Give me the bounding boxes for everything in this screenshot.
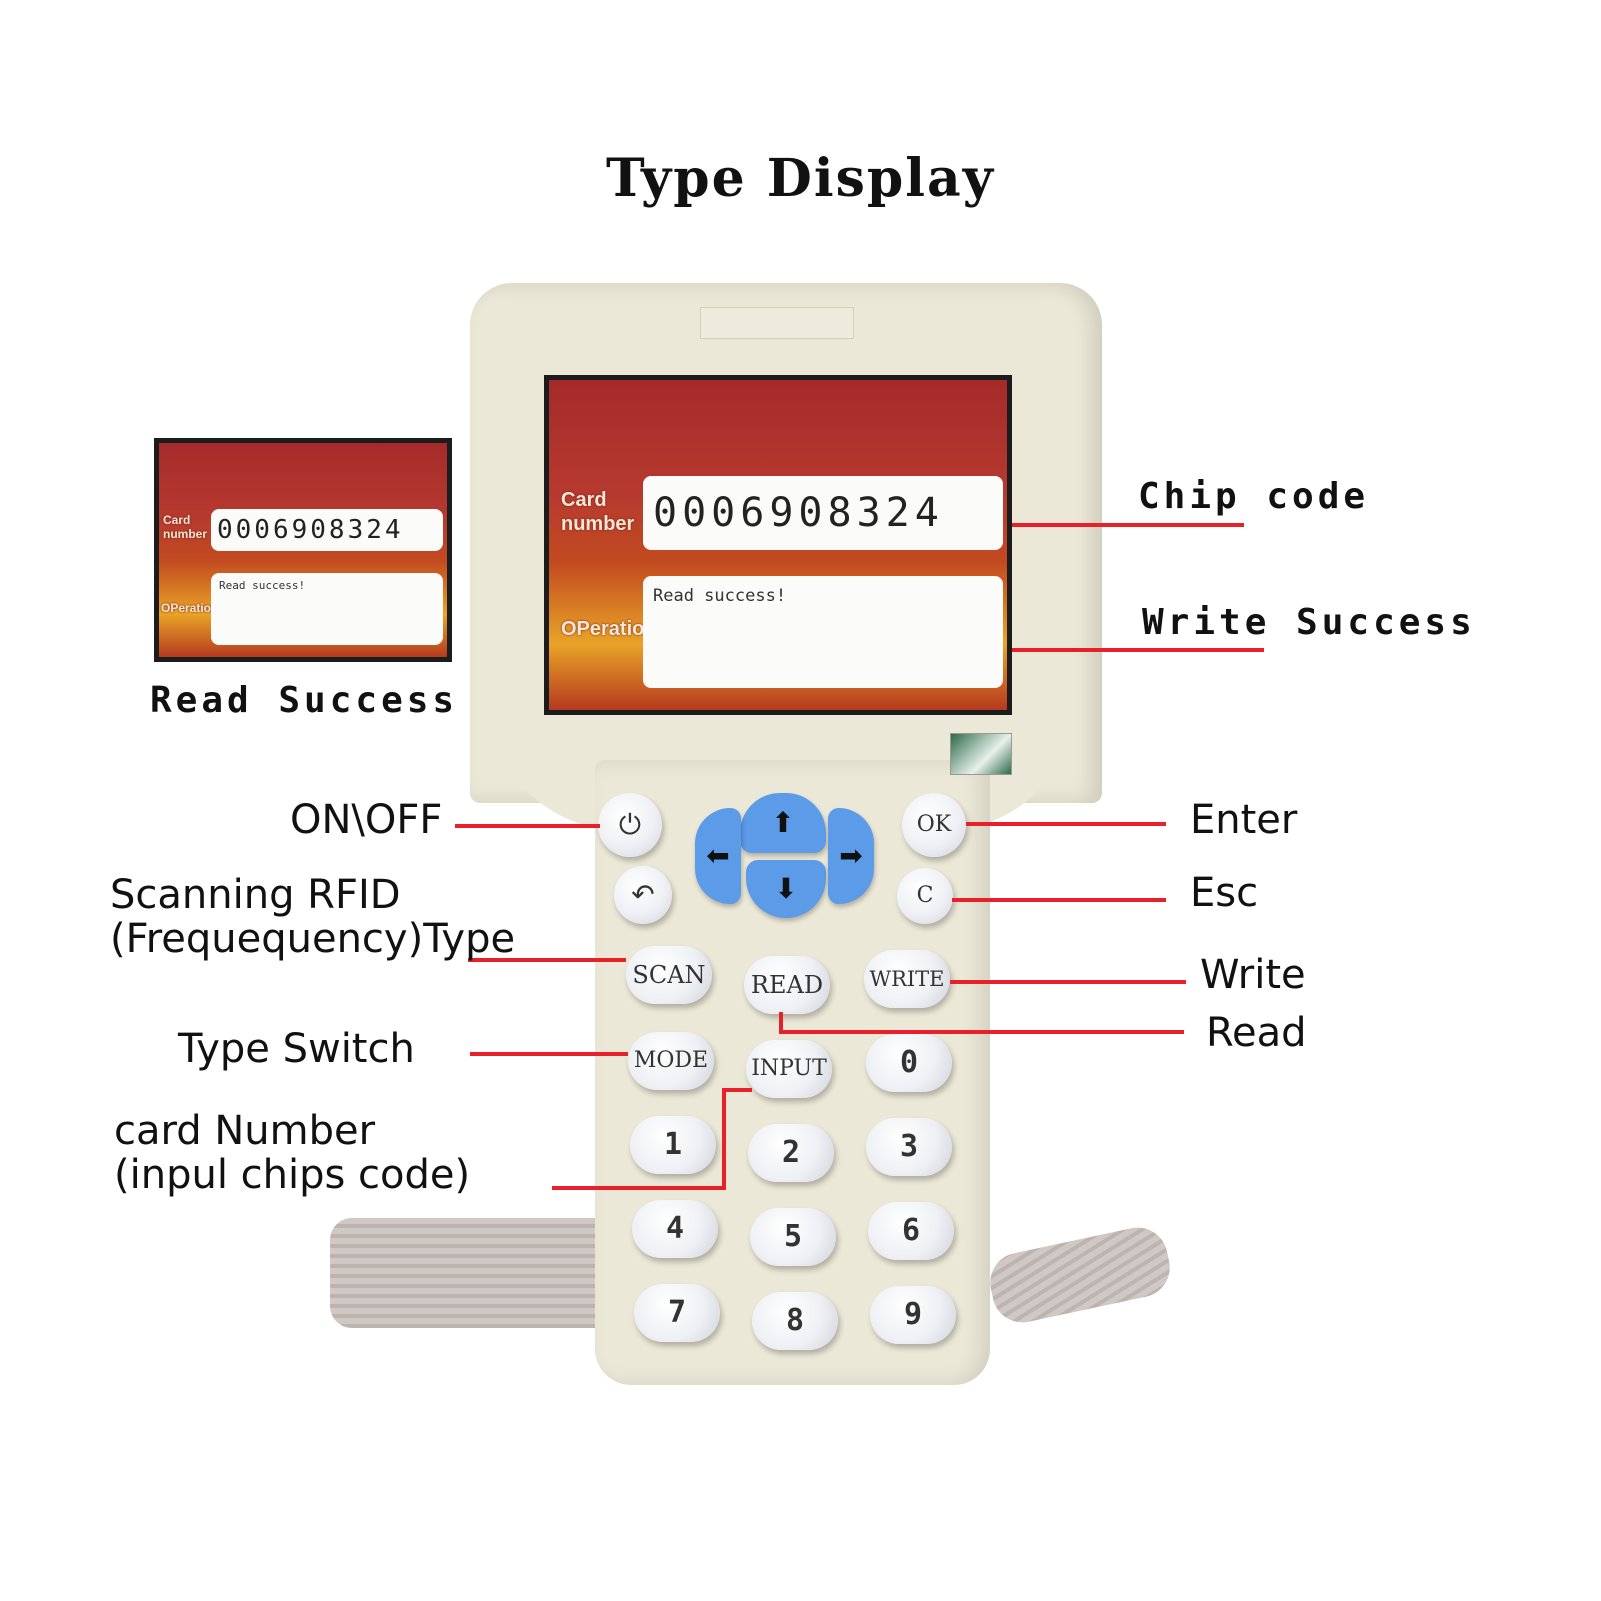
card-number-label-line2: (inpul chips code) — [114, 1152, 471, 1198]
read-callout-line — [779, 1030, 1184, 1034]
key-6[interactable]: 6 — [868, 1202, 954, 1260]
device-screen: Card number 0006908324 OPeration Read su… — [544, 375, 1012, 715]
lanyard-strap-right — [984, 1222, 1176, 1328]
read-button[interactable]: READ — [744, 956, 830, 1014]
write-success-label: Write Success — [1142, 602, 1476, 643]
write-button[interactable]: WRITE — [864, 950, 950, 1008]
right-arrow-button[interactable]: ➡ — [828, 808, 874, 904]
mode-button[interactable]: MODE — [628, 1032, 714, 1090]
type-switch-label: Type Switch — [178, 1026, 415, 1072]
key-7[interactable]: 7 — [634, 1284, 720, 1342]
type-switch-callout-line — [470, 1052, 628, 1056]
inset-chip-code: 0006908324 — [217, 515, 404, 545]
key-4[interactable]: 4 — [632, 1200, 718, 1258]
on-off-callout-line — [455, 824, 600, 828]
scanning-rfid-label-line2: (Frequequency)Type — [110, 916, 516, 962]
device-top-slot — [700, 307, 854, 339]
chip-code-label: Chip code — [1138, 476, 1370, 517]
write-label: Write — [1200, 952, 1306, 998]
operation-label: OPeration — [561, 618, 657, 640]
key-2[interactable]: 2 — [748, 1124, 834, 1182]
inset-card-label: Card number — [163, 513, 208, 541]
inset-operation-message: Read success! — [219, 579, 306, 592]
key-1[interactable]: 1 — [630, 1116, 716, 1174]
back-button[interactable]: ↶ — [614, 866, 672, 924]
diagram-title: Type Display — [606, 148, 995, 209]
input-callout-line-top — [722, 1088, 752, 1092]
arrow-up-icon: ⬆ — [771, 806, 795, 839]
on-off-label: ON\OFF — [290, 797, 443, 843]
inset-caption: Read Success — [150, 680, 459, 721]
key-5[interactable]: 5 — [750, 1208, 836, 1266]
key-8[interactable]: 8 — [752, 1292, 838, 1350]
power-button[interactable]: ⏻ — [598, 793, 662, 857]
card-number-label: Card number — [561, 489, 635, 535]
esc-label: Esc — [1190, 870, 1259, 916]
scan-callout-line — [468, 958, 626, 962]
read-callout-line-vertical — [779, 1012, 783, 1032]
read-label: Read — [1206, 1010, 1307, 1056]
key-3[interactable]: 3 — [866, 1118, 952, 1176]
operation-message: Read success! — [653, 586, 787, 606]
c-button[interactable]: C — [897, 868, 953, 924]
ok-button[interactable]: OK — [902, 793, 966, 857]
key-9[interactable]: 9 — [870, 1286, 956, 1344]
key-0[interactable]: 0 — [866, 1034, 952, 1092]
enter-label: Enter — [1190, 797, 1298, 843]
arrow-right-icon: ➡ — [839, 839, 863, 872]
input-callout-line — [552, 1186, 726, 1190]
up-arrow-button[interactable]: ⬆ — [740, 793, 826, 853]
left-arrow-button[interactable]: ⬅ — [695, 808, 741, 904]
chip-code-callout-line — [1012, 523, 1244, 527]
write-success-callout-line — [1012, 648, 1264, 652]
esc-callout-line — [952, 898, 1166, 902]
lanyard-strap — [330, 1218, 620, 1328]
device-sticker — [950, 733, 1012, 775]
arrow-down-icon: ⬇ — [774, 872, 798, 905]
input-callout-line-vertical — [722, 1088, 726, 1190]
arrow-left-icon: ⬅ — [706, 839, 730, 872]
chip-code-display: 0006908324 — [653, 490, 944, 536]
scan-button[interactable]: SCAN — [626, 946, 712, 1004]
inset-screen: Card number 0006908324 OPeration Read su… — [154, 438, 452, 662]
card-number-label-line1: card Number — [114, 1108, 376, 1154]
inset-operation-label: OPeration — [161, 601, 219, 615]
enter-callout-line — [966, 822, 1166, 826]
input-button[interactable]: INPUT — [746, 1040, 832, 1098]
write-callout-line — [950, 980, 1186, 984]
scanning-rfid-label-line1: Scanning RFID — [110, 872, 401, 918]
power-icon: ⏻ — [618, 808, 642, 841]
back-arrow-icon: ↶ — [631, 878, 655, 911]
